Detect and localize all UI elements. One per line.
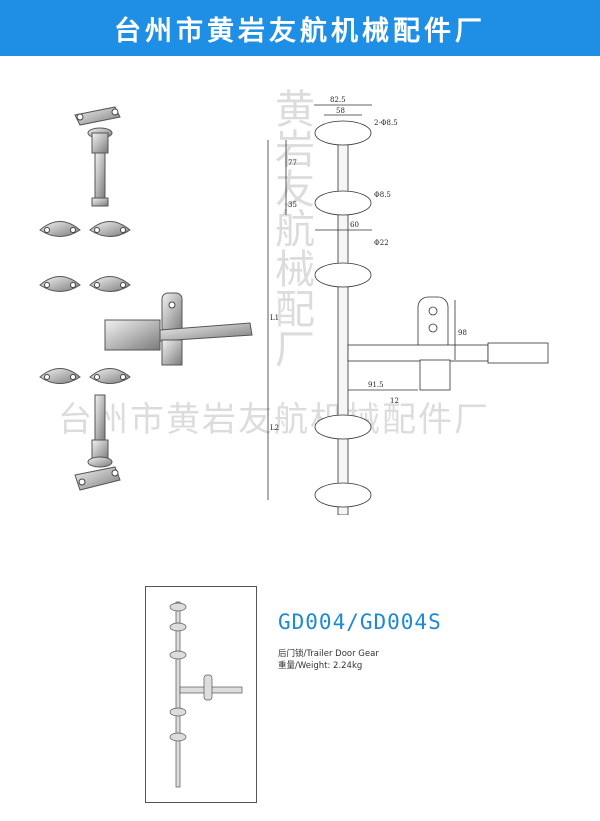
bearing-pair-1 (39, 221, 131, 237)
dim-58: 58 (336, 107, 345, 115)
bracket-2 (314, 190, 372, 216)
handle-assembly (104, 292, 253, 366)
bracket-top (314, 120, 372, 146)
watermark-vertical: 黄岩友航械配厂 (268, 88, 314, 368)
product-name: 后门锁/Trailer Door Gear (278, 649, 379, 659)
thumbnail-frame (145, 586, 257, 803)
bracket-4 (314, 414, 372, 440)
dim-12: 12 (390, 397, 399, 405)
technical-drawing: 82.5 58 2-Φ8.5 77 Φ8.5 35 60 Φ22 L1 98 9… (267, 96, 549, 515)
dim-35: 35 (288, 201, 297, 209)
header-bar: 台州市黄岩友航机械配件厂 (0, 0, 600, 56)
dim-phi-8-5: Φ8.5 (374, 191, 391, 199)
product-weight: 重量/Weight: 2.24kg (278, 661, 363, 671)
dim-l2: L2 (270, 424, 279, 432)
product-code: GD004/GD004S (278, 610, 442, 634)
handle-arm (347, 344, 489, 362)
dim-98: 98 (458, 329, 467, 337)
bracket-bottom (314, 482, 372, 508)
handle-grip (487, 342, 549, 364)
bearing-pair-2 (39, 276, 131, 292)
company-title: 台州市黄岩友航机械配件厂 (114, 15, 486, 47)
dim-l1: L1 (270, 314, 279, 322)
hasp (419, 359, 451, 391)
dim-phi-22: Φ22 (374, 239, 389, 247)
bracket-3 (314, 262, 372, 288)
main-rod (337, 124, 349, 515)
bearing-pair-3 (39, 368, 131, 384)
dim-77: 77 (288, 159, 297, 167)
parts-illustration (39, 106, 253, 491)
bottom-cam-keeper (74, 394, 121, 491)
top-cam-keeper (74, 106, 121, 207)
dim-91-5: 91.5 (368, 381, 384, 389)
dim-2-phi-8-5: 2-Φ8.5 (374, 119, 398, 127)
dim-82-5: 82.5 (330, 96, 346, 104)
watermark-horizontal: 台州市黄岩友航机械配件厂 (58, 400, 490, 440)
thumbnail-illustration (169, 601, 243, 788)
dim-60: 60 (350, 221, 359, 229)
